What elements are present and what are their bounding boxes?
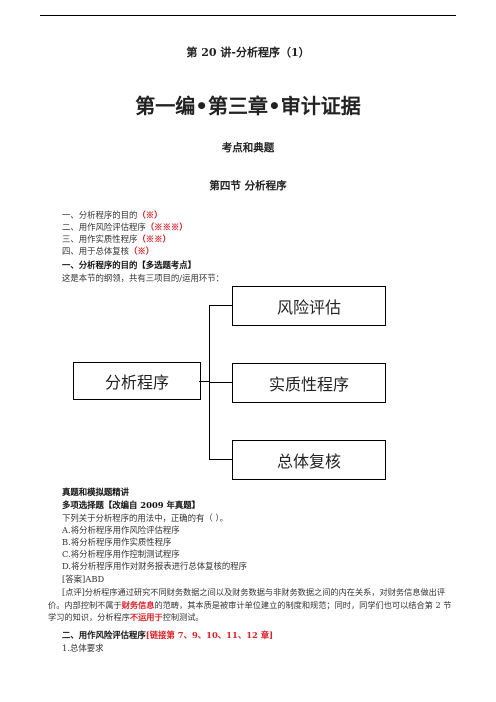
exercise-question: 下列关于分析程序的用法中，正确的有（ ）。	[62, 513, 228, 523]
diagram-child-label: 总体复核	[276, 452, 341, 471]
exercise-comment: [点评]分析程序通过研究不同财务数据之间以及财务数据与非财务数据之间的内在关系，…	[48, 587, 452, 622]
lecture-title: 第 20 讲-分析程序（1）	[186, 46, 310, 59]
section-title: 第四节 分析程序	[209, 180, 287, 192]
section1-heading: 一、分析程序的目的【多选题考点】	[62, 260, 196, 270]
toc-item: 三、用作实质性程序（※※）	[62, 234, 171, 244]
diagram-connector	[209, 382, 232, 384]
toc-item: 二、用作风险评估程序（※※※）	[62, 222, 188, 232]
section1-intro: 这是本节的纲领，共有三项目的/运用环节：	[62, 273, 224, 283]
exercise-option: D.将分析程序用作对财务报表进行总体复核的程序	[62, 561, 247, 571]
chapter-title: 第一编•第三章•审计证据	[135, 94, 361, 118]
diagram-child-box: 实质性程序	[232, 363, 386, 403]
exercise-heading: 真题和模拟题精讲	[62, 487, 129, 497]
exercise-type: 多项选择题【改编自 2009 年真题】	[62, 500, 201, 510]
subtitle: 考点和典题	[221, 142, 275, 154]
diagram-child-box: 总体复核	[232, 440, 386, 480]
diagram-root-box: 分析程序	[73, 362, 201, 400]
diagram-connector	[199, 381, 210, 383]
toc-item: 四、用于总体复核（※）	[62, 246, 155, 256]
section2-item: 1.总体要求	[62, 643, 104, 653]
diagram-child-box: 风险评估	[232, 286, 386, 326]
diagram-connector	[209, 459, 232, 461]
diagram-child-label: 实质性程序	[268, 375, 349, 394]
diagram-root-label: 分析程序	[104, 373, 169, 392]
exercise-option: A.将分析程序用作风险评估程序	[62, 525, 180, 535]
header-rule	[40, 15, 456, 16]
diagram-connector	[209, 305, 232, 307]
exercise-option: C.将分析程序用作控制测试程序	[62, 549, 180, 559]
exercise-option: B.将分析程序用作实质性程序	[62, 537, 172, 547]
section2-heading: 二、用作风险评估程序[链接第 7、9、10、11、12 章]	[62, 630, 274, 640]
toc-item: 一、分析程序的目的（※）	[62, 210, 163, 220]
diagram-child-label: 风险评估	[276, 298, 341, 317]
exercise-answer: [答案]ABD	[62, 574, 105, 584]
